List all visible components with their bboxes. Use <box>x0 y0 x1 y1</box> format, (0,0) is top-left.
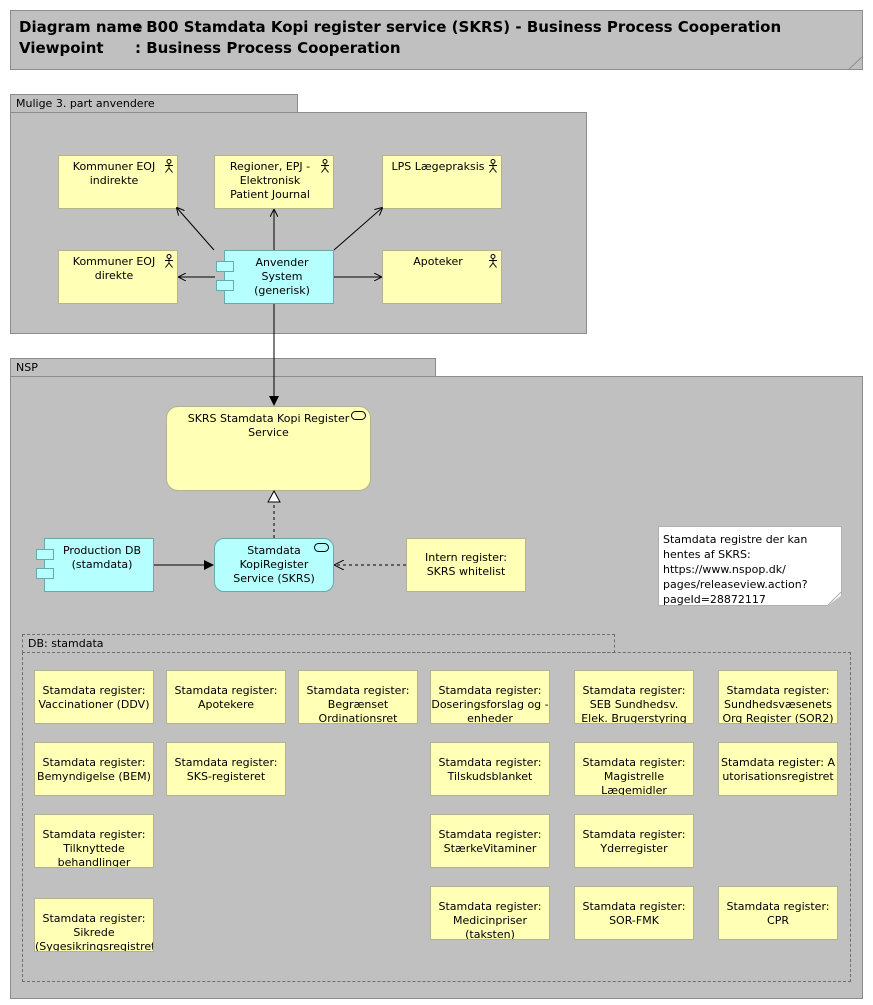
person-icon <box>489 254 497 268</box>
register-apotekere[interactable]: Stamdata register: Apotekere <box>166 670 286 724</box>
viewpoint-value: : Business Process Cooperation <box>135 39 401 57</box>
register-autorisation[interactable]: Stamdata register: Autorisationsregistre… <box>718 742 838 796</box>
diagram-name-key: Diagram name <box>19 18 143 36</box>
note-fold-icon <box>828 592 842 606</box>
actor-label: Regioner, EPJ - Elektronisk Patient Jour… <box>229 160 311 201</box>
actor-label: LPS Lægepraksis <box>391 160 485 173</box>
actor-label: Apoteker <box>413 255 463 268</box>
intern-register-whitelist[interactable]: Intern register: SKRS whitelist <box>406 538 526 592</box>
flow-to-lps <box>333 208 382 251</box>
register-staerkevitaminer[interactable]: Stamdata register: StærkeVitaminer <box>430 814 550 868</box>
diagram-name-value: : B00 Stamdata Kopi register service (SK… <box>135 18 782 36</box>
actor-label: Kommuner EOJ indirekte <box>72 160 156 187</box>
component-module-icon <box>36 549 54 560</box>
register-tilknyttede[interactable]: Stamdata register: Tilknyttede behandlin… <box>34 814 154 868</box>
diagram-header: Diagram name: B00 Stamdata Kopi register… <box>10 10 863 70</box>
diagram-name-row: Diagram name: B00 Stamdata Kopi register… <box>19 17 854 38</box>
service-label: SKRS Stamdata Kopi Register Service <box>187 412 350 439</box>
component-module-icon <box>216 280 234 291</box>
register-bemyndigelse[interactable]: Stamdata register: Bemyndigelse (BEM) <box>34 742 154 796</box>
viewpoint-row: Viewpoint : Business Process Cooperation <box>19 38 854 59</box>
service-icon <box>314 543 329 552</box>
service-icon <box>351 411 366 420</box>
register-sor-fmk[interactable]: Stamdata register: SOR-FMK <box>574 886 694 940</box>
app-label: Production DB (stamdata) <box>62 544 142 571</box>
actor-lps[interactable]: LPS Lægepraksis <box>382 155 502 209</box>
group-nsp-tab: NSP <box>10 358 436 377</box>
person-icon <box>165 159 173 173</box>
register-sks[interactable]: Stamdata register: SKS-registeret <box>166 742 286 796</box>
person-icon <box>321 159 329 173</box>
register-medicinpriser[interactable]: Stamdata register: Medicinpriser (takste… <box>430 886 550 940</box>
group-users-tab: Mulige 3. part anvendere <box>10 94 298 113</box>
register-vaccinationer[interactable]: Stamdata register: Vaccinationer (DDV) <box>34 670 154 724</box>
register-doseringsforslag[interactable]: Stamdata register: Doseringsforslag og -… <box>430 670 550 724</box>
register-sikrede[interactable]: Stamdata register: Sikrede (Sygesikrings… <box>34 898 154 952</box>
service-label: Stamdata KopiRegister Service (SKRS) <box>233 544 315 585</box>
register-seb[interactable]: Stamdata register: SEB Sundhedsv. Elek. … <box>574 670 694 724</box>
app-production-db[interactable]: Production DB (stamdata) <box>36 538 154 592</box>
app-anvender-system[interactable]: Anvender System (generisk) <box>216 250 334 304</box>
viewpoint-key: Viewpoint <box>19 39 104 57</box>
register-yderregister[interactable]: Stamdata register: Yderregister <box>574 814 694 868</box>
group-db <box>22 652 851 982</box>
header-fold-icon <box>848 56 863 70</box>
actor-apoteker[interactable]: Apoteker <box>382 250 502 304</box>
service-kopiregister[interactable]: Stamdata KopiRegister Service (SKRS) <box>214 538 334 592</box>
person-icon <box>165 254 173 268</box>
flow-to-kommuner-indirekte <box>177 208 215 251</box>
actor-kommuner-direkte[interactable]: Kommuner EOJ direkte <box>58 250 178 304</box>
register-cpr[interactable]: Stamdata register: CPR <box>718 886 838 940</box>
intern-label: Intern register: SKRS whitelist <box>424 551 508 578</box>
register-tilskudsblanket[interactable]: Stamdata register: Tilskudsblanket <box>430 742 550 796</box>
actor-kommuner-indirekte[interactable]: Kommuner EOJ indirekte <box>58 155 178 209</box>
actor-label: Kommuner EOJ direkte <box>72 255 156 282</box>
register-magistrelle[interactable]: Stamdata register: Magistrelle Lægemidle… <box>574 742 694 796</box>
person-icon <box>489 159 497 173</box>
component-module-icon <box>216 261 234 272</box>
note-stamdata-registre: Stamdata registre der kan hentes af SKRS… <box>658 526 842 606</box>
realization-arrowhead <box>267 489 281 503</box>
app-label: Anvender System (generisk) <box>254 256 310 297</box>
register-sor2[interactable]: Stamdata register: Sundhedsvæsenets Org … <box>718 670 838 724</box>
actor-regioner[interactable]: Regioner, EPJ - Elektronisk Patient Jour… <box>214 155 334 209</box>
register-begraenset[interactable]: Stamdata register: Begrænset Ordinations… <box>298 670 418 724</box>
component-module-icon <box>36 568 54 579</box>
service-skrs-register[interactable]: SKRS Stamdata Kopi Register Service <box>166 406 371 491</box>
